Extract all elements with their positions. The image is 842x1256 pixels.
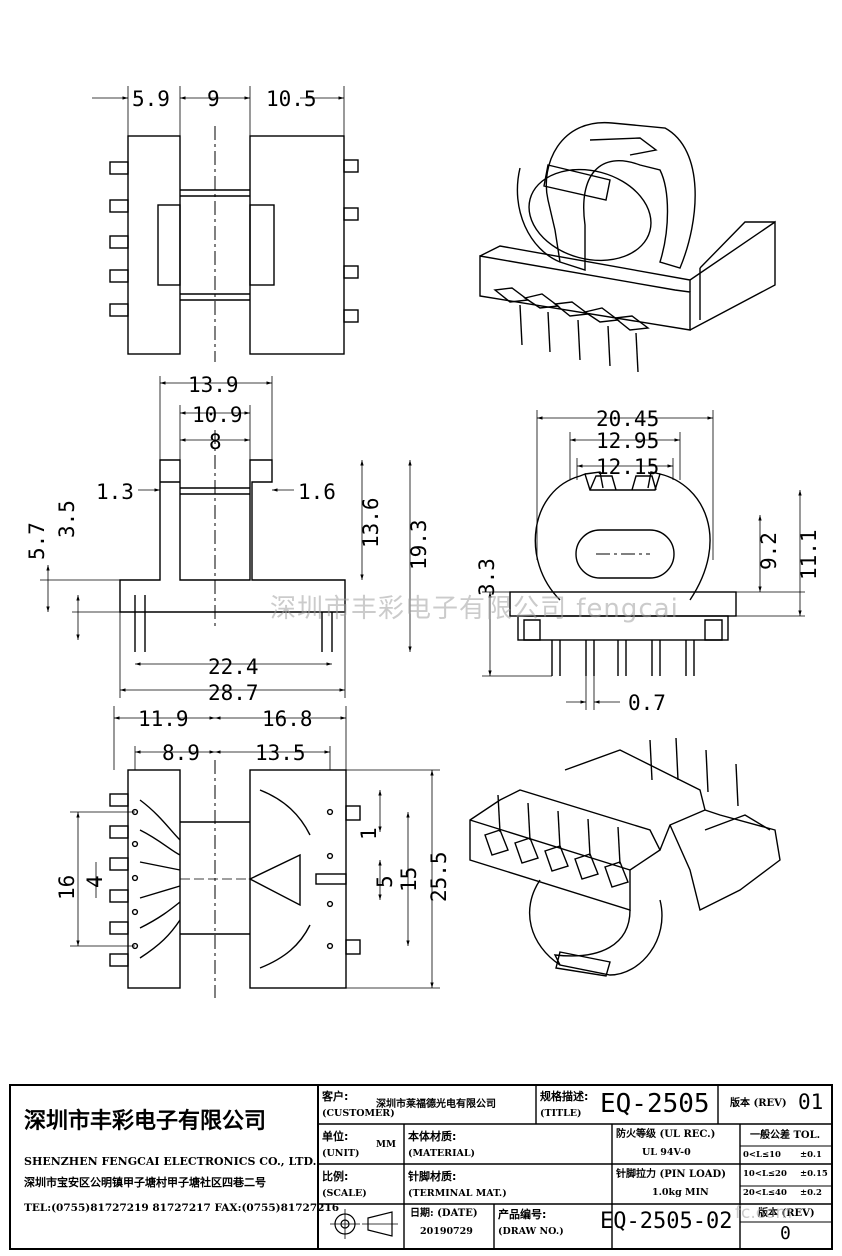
- dim-front-6: 5.7: [25, 522, 49, 560]
- terminal-label: 针脚材质:: [408, 1170, 457, 1183]
- dim-front-9: 19.3: [407, 519, 431, 570]
- scale-label: 比例:: [322, 1170, 349, 1183]
- dim-top-1: 5.9: [132, 87, 170, 111]
- pin-load-label: 针脚拉力 (PIN LOAD): [616, 1169, 726, 1180]
- iso-view-bottom: [469, 737, 781, 977]
- customer-label: 客户:: [322, 1090, 349, 1103]
- corner-watermark: fc.com: [735, 1203, 793, 1223]
- dim-front-1: 13.9: [188, 373, 239, 397]
- date-value: 20190729: [420, 1226, 473, 1237]
- company-address: 深圳市宝安区公明镇甲子塘村甲子塘社区四巷二号: [24, 1176, 266, 1189]
- projection-symbol-icon: [330, 1209, 398, 1239]
- tol-value-2: ±0.15: [800, 1169, 828, 1179]
- dim-side-5: 11.1: [797, 529, 821, 580]
- dim-bottom-1: 11.9: [138, 707, 189, 731]
- dim-front-10: 22.4: [208, 655, 259, 679]
- tol-value-3: ±0.2: [800, 1188, 822, 1198]
- dim-front-2: 10.9: [192, 403, 243, 427]
- terminal-label-en: (TERMINAL MAT.): [408, 1188, 507, 1199]
- dim-front-4: 1.3: [96, 480, 134, 504]
- dim-front-8: 13.6: [359, 497, 383, 548]
- date-label: 日期: (DATE): [410, 1208, 478, 1219]
- material-label: 本体材质:: [408, 1130, 457, 1143]
- title-label-en: (TITLE): [540, 1108, 582, 1119]
- title-value: EQ-2505: [600, 1089, 710, 1119]
- dim-top-2: 9: [207, 87, 220, 111]
- draw-no-label: 产品编号:: [498, 1208, 547, 1221]
- draw-no-label-en: (DRAW NO.): [498, 1226, 564, 1237]
- fire-rating-label: 防火等级 (UL REC.): [616, 1129, 716, 1140]
- unit-value: MM: [376, 1140, 396, 1150]
- tol-value-1: ±0.1: [800, 1150, 822, 1160]
- rev2-label: 版本 (REV): [758, 1208, 815, 1219]
- dim-side-4: 9.2: [757, 532, 781, 570]
- side-view: [482, 410, 805, 710]
- customer-label-en: (CUSTOMER): [322, 1108, 395, 1119]
- rev-value: 01: [798, 1090, 824, 1114]
- title-label: 规格描述:: [540, 1090, 589, 1103]
- dim-front-3: 8: [209, 430, 222, 454]
- dim-side-1: 20.45: [596, 407, 659, 431]
- scale-label-en: (SCALE): [322, 1188, 367, 1199]
- dim-bottom-2: 16.8: [262, 707, 313, 731]
- dim-front-7: 3.5: [55, 500, 79, 538]
- watermark: 深圳市丰彩电子有限公司 fengcai: [270, 594, 679, 624]
- dim-bottom-4: 13.5: [255, 741, 306, 765]
- tol-range-1: 0<L≤10: [743, 1150, 781, 1160]
- material-label-en: (MATERIAL): [408, 1148, 476, 1159]
- fire-rating-value: UL 94V-0: [642, 1147, 691, 1158]
- top-view: [92, 86, 359, 362]
- dim-bottom-6: 4: [83, 875, 107, 888]
- dim-bottom-8: 5: [373, 875, 397, 888]
- dim-side-2: 12.95: [596, 429, 659, 453]
- tol-range-3: 20<L≤40: [743, 1188, 787, 1198]
- title-block: 深圳市丰彩电子有限公司 SHENZHEN FENGCAI ELECTRONICS…: [0, 1085, 842, 1256]
- dim-bottom-9: 15: [397, 867, 421, 892]
- tolerance-label: 一般公差 TOL.: [750, 1130, 821, 1141]
- pin-load-value: 1.0kg MIN: [652, 1187, 709, 1198]
- unit-label: 单位:: [322, 1130, 349, 1143]
- title-block-frame: [9, 1084, 833, 1250]
- company-name-en: SHENZHEN FENGCAI ELECTRONICS CO., LTD.: [24, 1155, 317, 1168]
- company-name-cn: 深圳市丰彩电子有限公司: [24, 1109, 267, 1134]
- dim-bottom-3: 8.9: [162, 741, 200, 765]
- dim-side-6: 3.3: [475, 558, 499, 596]
- rev2-value: 0: [780, 1223, 791, 1244]
- front-view: [40, 376, 412, 698]
- dim-bottom-10: 25.5: [427, 851, 451, 902]
- dim-side-3: 12.15: [596, 455, 659, 479]
- tol-range-2: 10<L≤20: [743, 1169, 787, 1179]
- dim-front-5: 1.6: [298, 480, 336, 504]
- draw-no-value: EQ-2505-02: [600, 1209, 733, 1234]
- dim-bottom-5: 16: [55, 875, 79, 900]
- unit-label-en: (UNIT): [322, 1148, 360, 1159]
- iso-view-top: [479, 122, 776, 373]
- company-contact: TEL:(0755)81727219 81727217 FAX:(0755)81…: [24, 1202, 340, 1214]
- rev-label: 版本 (REV): [730, 1098, 787, 1109]
- dim-front-11: 28.7: [208, 681, 259, 705]
- dim-top-3: 10.5: [266, 87, 317, 111]
- customer-value: 深圳市莱福德光电有限公司: [376, 1099, 496, 1110]
- dim-side-7: 0.7: [628, 691, 666, 715]
- dim-bottom-7: 1: [357, 827, 381, 840]
- bottom-view: [70, 706, 440, 998]
